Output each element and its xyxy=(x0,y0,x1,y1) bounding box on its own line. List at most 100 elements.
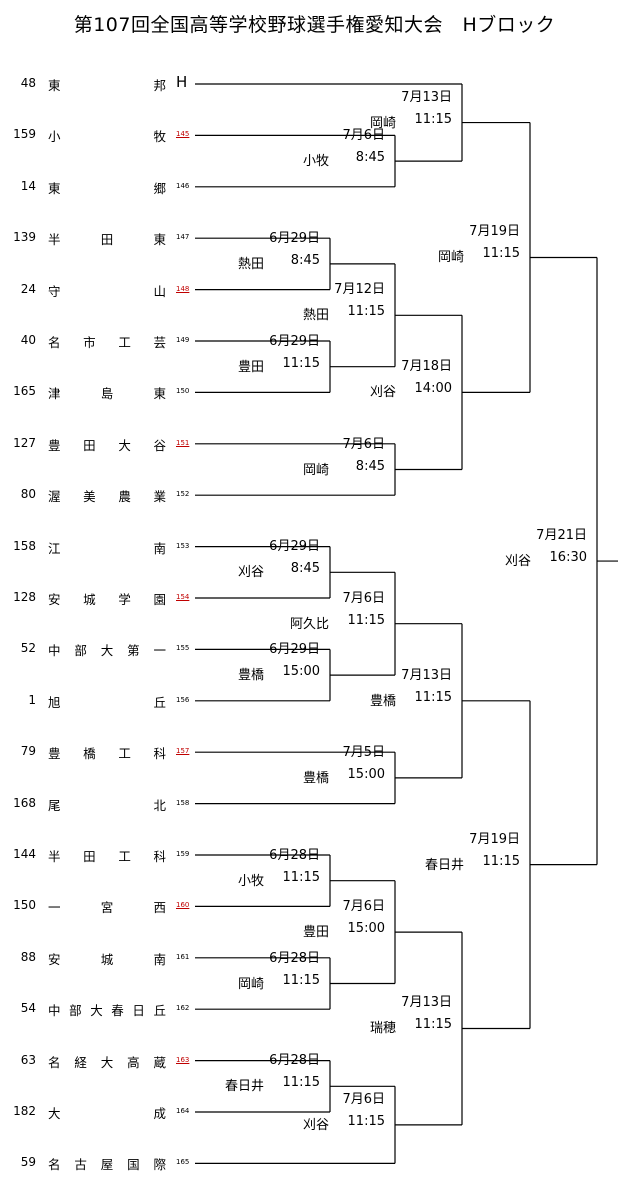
game-date: 7月6日 xyxy=(342,590,385,606)
game-number: 160 xyxy=(176,901,190,910)
team-row: 144 半田工科 159 xyxy=(0,846,200,866)
game-venue: 春日井 xyxy=(424,857,464,873)
team-seed-number: 159 xyxy=(13,127,36,142)
team-name: 津島東 xyxy=(48,386,166,402)
game-number: 159 xyxy=(176,850,190,858)
game-number: 157 xyxy=(176,747,190,756)
team-seed-number: 59 xyxy=(20,1155,36,1170)
game-time: 11:15 xyxy=(482,246,520,262)
game-venue: 刈谷 xyxy=(504,554,531,570)
game-date: 6月29日 xyxy=(269,230,320,246)
game-venue: 刈谷 xyxy=(302,1117,329,1133)
team-name: 大成 xyxy=(48,1106,166,1121)
game-date: 6月28日 xyxy=(269,1053,320,1069)
game-time: 11:15 xyxy=(414,689,452,705)
team-seed-number: 54 xyxy=(20,1001,36,1016)
team-name: 江南 xyxy=(48,540,166,556)
game-time: 11:15 xyxy=(282,869,320,885)
game-date: 7月19日 xyxy=(469,831,520,847)
team-row: 158 江南 153 xyxy=(0,538,200,558)
team-seed-number: 40 xyxy=(20,333,36,347)
game-date: 7月12日 xyxy=(334,282,385,298)
team-name: 半田工科 xyxy=(48,849,166,864)
game-number: 158 xyxy=(176,798,190,807)
game-venue: 豊田 xyxy=(237,359,264,375)
team-name: 一宮西 xyxy=(48,900,166,916)
game-venue: 刈谷 xyxy=(369,385,396,401)
game-time: 11:15 xyxy=(282,1075,320,1091)
team-seed-number: 158 xyxy=(13,538,36,553)
team-name: 安城学園 xyxy=(48,592,166,607)
game-date: 7月13日 xyxy=(401,667,452,683)
game-date: 7月19日 xyxy=(469,224,520,240)
game-date: 7月21日 xyxy=(536,528,587,544)
team-seed-number: 150 xyxy=(13,898,36,913)
game-venue: 豊橋 xyxy=(369,693,396,709)
game-time: 16:30 xyxy=(549,550,587,566)
team-name: 東郷 xyxy=(48,180,166,196)
team-seed-number: 88 xyxy=(20,949,36,964)
team-seed-number: 165 xyxy=(13,384,36,399)
team-row: 150 一宮西 160 xyxy=(0,897,200,917)
team-seed-number: 48 xyxy=(20,76,36,90)
seed-mark: H xyxy=(176,73,188,91)
game-date: 7月6日 xyxy=(342,899,385,915)
team-seed-number: 52 xyxy=(20,641,36,656)
team-name: 小牧 xyxy=(48,129,166,145)
game-number: 145 xyxy=(176,130,190,139)
team-name: 名古屋国際 xyxy=(48,1157,166,1173)
game-number: 153 xyxy=(176,541,190,550)
team-name: 中部大春日丘 xyxy=(48,1003,166,1019)
game-time: 8:45 xyxy=(290,252,320,268)
game-date: 6月28日 xyxy=(269,847,320,863)
team-name: 尾北 xyxy=(48,797,166,813)
team-seed-number: 144 xyxy=(13,847,36,861)
game-time: 8:45 xyxy=(290,561,320,577)
team-seed-number: 24 xyxy=(20,281,36,296)
game-date: 7月13日 xyxy=(401,89,452,105)
team-name: 名経大高蔵 xyxy=(48,1054,166,1070)
game-number: 148 xyxy=(176,284,190,293)
game-number: 154 xyxy=(176,593,190,601)
game-venue: 岡崎 xyxy=(237,976,264,992)
game-number: 164 xyxy=(176,1107,190,1115)
game-venue: 瑞穂 xyxy=(369,1021,396,1037)
game-date: 7月13日 xyxy=(401,995,452,1011)
game-time: 11:15 xyxy=(282,355,320,371)
team-name: 豊橋工科 xyxy=(48,746,166,762)
team-row: 159 小牧 145 xyxy=(0,126,200,146)
game-time: 14:00 xyxy=(414,381,452,397)
game-time: 11:15 xyxy=(347,304,385,320)
team-seed-number: 80 xyxy=(20,487,36,502)
game-number: 156 xyxy=(176,695,190,704)
team-seed-number: 128 xyxy=(13,590,36,604)
game-date: 7月6日 xyxy=(342,436,385,452)
team-name: 名市工芸 xyxy=(48,335,166,350)
game-time: 11:15 xyxy=(282,972,320,988)
game-venue: 小牧 xyxy=(237,873,264,889)
team-name: 中部大第一 xyxy=(48,643,166,659)
game-number: 161 xyxy=(176,952,190,961)
team-seed-number: 1 xyxy=(28,692,36,707)
game-time: 11:15 xyxy=(414,111,452,127)
team-name: 守山 xyxy=(48,283,166,299)
team-name: 半田東 xyxy=(48,232,166,248)
game-time: 15:00 xyxy=(282,664,320,680)
game-date: 7月6日 xyxy=(342,128,385,144)
team-seed-number: 63 xyxy=(20,1052,36,1067)
